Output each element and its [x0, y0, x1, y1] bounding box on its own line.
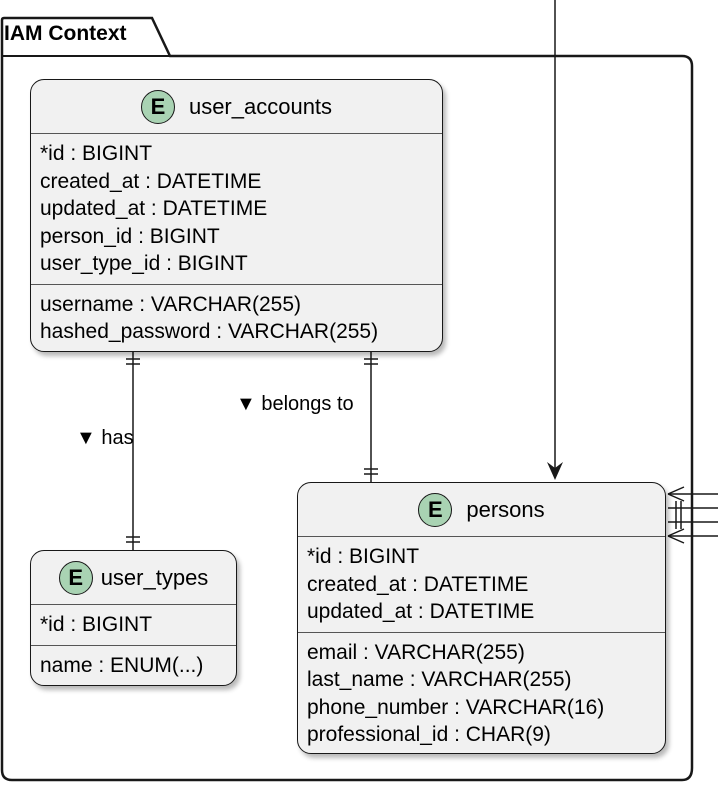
field: professional_id : CHAR(9): [307, 723, 551, 746]
relation-label-has: ▼ has: [76, 427, 134, 449]
arrowhead-icon: [547, 462, 563, 480]
field: created_at : DATETIME: [307, 572, 529, 596]
arrowhead-icon: [667, 528, 685, 544]
field: username : VARCHAR(255): [40, 292, 302, 316]
field: person_id : BIGINT: [40, 224, 220, 248]
entity-badge-icon: E: [58, 560, 93, 595]
entity-fields: email : VARCHAR(255) last_name : VARCHAR…: [298, 631, 665, 755]
field: last_name : VARCHAR(255): [307, 668, 572, 691]
entity-user-types[interactable]: E user_types *id : BIGINT name : ENUM(..…: [30, 550, 237, 686]
entity-name: user_accounts: [188, 93, 333, 119]
relation-label-belongs-to: ▼ belongs to: [236, 393, 354, 415]
arrowhead-icon: [667, 486, 685, 502]
field: *id : BIGINT: [307, 545, 420, 568]
entity-fields: username : VARCHAR(255) hashed_password …: [31, 283, 442, 352]
field: hashed_password : VARCHAR(255): [40, 320, 379, 343]
entity-keys: *id : BIGINT: [31, 605, 236, 645]
entity-badge-icon: E: [140, 89, 175, 124]
field: updated_at : DATETIME: [40, 197, 268, 220]
entity-persons[interactable]: E persons *id : BIGINT created_at : DATE…: [297, 482, 666, 754]
entity-user-accounts[interactable]: E user_accounts *id : BIGINT created_at …: [30, 79, 443, 352]
entity-name: user_types: [100, 564, 209, 590]
field: user_type_id : BIGINT: [40, 252, 248, 275]
package-title: IAM Context: [4, 22, 127, 45]
field: updated_at : DATETIME: [307, 600, 535, 623]
field: *id : BIGINT: [40, 142, 153, 165]
entity-badge-icon: E: [418, 492, 453, 527]
entity-fields: name : ENUM(...): [31, 644, 236, 686]
field: created_at : DATETIME: [40, 169, 262, 193]
entity-header: E user_types: [31, 551, 236, 605]
field: name : ENUM(...): [40, 653, 204, 677]
entity-name: persons: [466, 496, 545, 522]
entity-header: E user_accounts: [31, 80, 442, 134]
entity-header: E persons: [298, 483, 665, 537]
field: phone_number : VARCHAR(16): [307, 695, 605, 719]
field: *id : BIGINT: [40, 613, 153, 636]
entity-keys: *id : BIGINT created_at : DATETIME updat…: [31, 134, 442, 284]
field: email : VARCHAR(255): [307, 640, 525, 664]
entity-keys: *id : BIGINT created_at : DATETIME updat…: [298, 537, 665, 632]
